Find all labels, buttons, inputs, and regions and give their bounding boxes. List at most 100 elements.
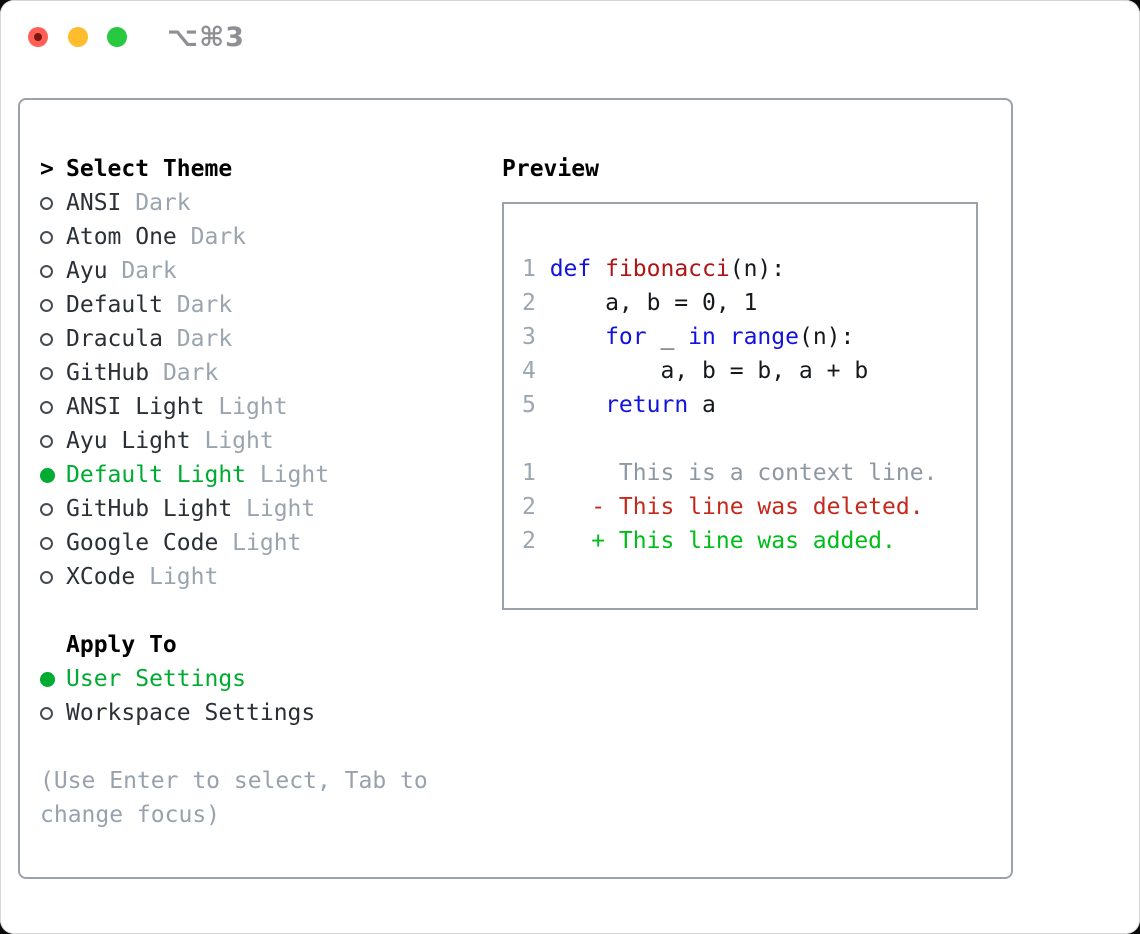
- window-title: ⌥⌘3: [167, 22, 245, 53]
- line-number: 4: [522, 358, 536, 384]
- theme-variant-badge: Light: [218, 394, 288, 420]
- hint-line: change focus): [40, 802, 221, 828]
- minimize-button[interactable]: [68, 27, 88, 47]
- theme-variant-badge: Light: [149, 564, 219, 590]
- code-token: _: [646, 324, 689, 350]
- theme-option[interactable]: ANSI Dark: [40, 186, 428, 220]
- diff-text: This is a context line.: [549, 460, 938, 486]
- theme-option-label: Atom One: [66, 224, 177, 250]
- theme-option-label: Google Code: [66, 530, 219, 556]
- apply-to-header: Apply To: [40, 628, 428, 662]
- circle-outline: [40, 332, 53, 346]
- line-number: 2: [522, 290, 536, 316]
- circle-outline: [40, 366, 53, 380]
- select-theme-label: Select Theme: [66, 156, 233, 182]
- theme-option[interactable]: Default Light Light: [40, 458, 428, 492]
- code-gap: [522, 422, 976, 456]
- theme-option-label: ANSI Light: [66, 394, 205, 420]
- radio-icon: [40, 536, 66, 550]
- theme-option[interactable]: Atom One Dark: [40, 220, 428, 254]
- theme-variant-badge: Dark: [176, 292, 233, 318]
- radio-icon: [40, 196, 66, 210]
- line-number: 3: [522, 324, 536, 350]
- close-button[interactable]: [28, 27, 48, 47]
- theme-option-label: Ayu: [66, 258, 108, 284]
- prompt-icon: >: [40, 156, 54, 182]
- theme-variant-badge: Dark: [176, 326, 233, 352]
- theme-variant-badge: Dark: [190, 224, 247, 250]
- line-number: 1: [522, 256, 536, 282]
- circle-outline: [40, 536, 53, 550]
- code-token: (n):: [729, 256, 786, 282]
- circle-outline: [40, 264, 53, 278]
- code-token: fibonacci: [605, 256, 730, 282]
- selected-radio-icon: [40, 671, 66, 687]
- code-token: range: [729, 324, 799, 350]
- theme-variant-badge: Light: [259, 462, 330, 488]
- radio-icon: [40, 230, 66, 244]
- line-number: 5: [522, 392, 536, 418]
- theme-option[interactable]: Google Code Light: [40, 526, 428, 560]
- code-line: 1 def fibonacci(n):: [522, 252, 976, 286]
- theme-option-label: Ayu Light: [66, 428, 191, 454]
- code-token: a, b = b, a + b: [549, 358, 869, 384]
- theme-option-label: Default: [66, 292, 163, 318]
- code-line: 4 a, b = b, a + b: [522, 354, 976, 388]
- code-token: [591, 252, 605, 286]
- theme-option[interactable]: GitHub Light Light: [40, 492, 428, 526]
- theme-variant-badge: Dark: [135, 190, 191, 216]
- code-token: def: [549, 256, 592, 282]
- zoom-button[interactable]: [107, 27, 127, 47]
- hint-line: (Use Enter to select, Tab to: [40, 768, 428, 794]
- code-token: in: [688, 324, 716, 350]
- apply-option-label: User Settings: [66, 666, 247, 692]
- theme-option[interactable]: Default Dark: [40, 288, 428, 322]
- theme-option-label: GitHub Light: [66, 496, 233, 522]
- circle-outline: [40, 196, 53, 210]
- radio-icon: [40, 400, 66, 414]
- line-number: 2: [522, 528, 536, 554]
- theme-option-label: Default Light: [66, 462, 247, 488]
- radio-icon: [40, 570, 66, 584]
- apply-option[interactable]: User Settings: [40, 662, 428, 696]
- apply-option[interactable]: Workspace Settings: [40, 696, 428, 730]
- code-token: return: [605, 392, 689, 418]
- code-token: a: [688, 392, 716, 418]
- preview-label: Preview: [502, 156, 599, 182]
- radio-icon: [40, 502, 66, 516]
- radio-icon: [40, 332, 66, 346]
- code-token: a, b = 0, 1: [549, 290, 758, 316]
- theme-variant-badge: Light: [232, 530, 302, 556]
- theme-option-label: ANSI: [66, 190, 122, 216]
- theme-variant-badge: Light: [246, 496, 316, 522]
- select-theme-header: > Select Theme: [40, 152, 428, 186]
- theme-option[interactable]: Ayu Light Light: [40, 424, 428, 458]
- circle-outline: [40, 502, 53, 516]
- theme-variant-badge: Light: [204, 428, 274, 454]
- theme-option-label: GitHub: [66, 360, 150, 386]
- circle-outline: [40, 570, 53, 584]
- circle-outline: [40, 706, 53, 720]
- diff-line-added: 2 + This line was added.: [522, 524, 976, 558]
- radio-icon: [40, 264, 66, 278]
- code-token: (n):: [798, 324, 855, 350]
- diff-text: - This line was deleted.: [549, 494, 924, 520]
- apply-to-label: Apply To: [66, 632, 177, 658]
- filled-dot: [40, 467, 55, 483]
- circle-outline: [40, 434, 53, 448]
- theme-option[interactable]: ANSI Light Light: [40, 390, 428, 424]
- apply-option-label: Workspace Settings: [66, 700, 316, 726]
